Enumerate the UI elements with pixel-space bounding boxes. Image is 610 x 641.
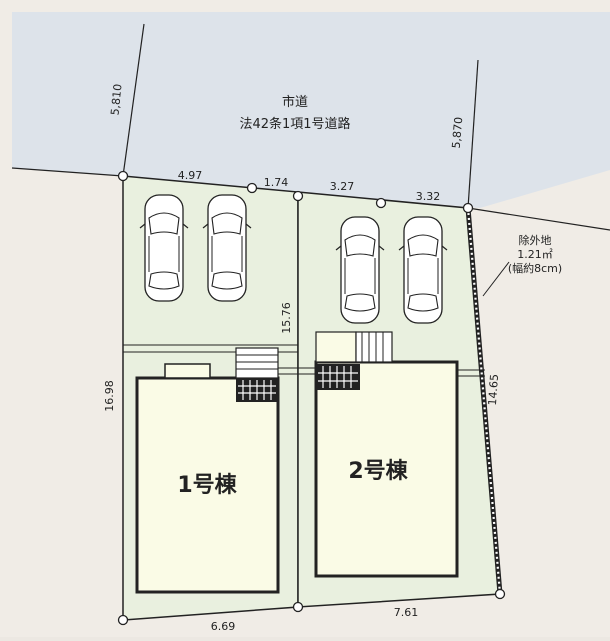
frontage-seg-3: 3.27 bbox=[330, 180, 355, 193]
boundary-marker bbox=[117, 170, 129, 182]
car bbox=[202, 194, 252, 302]
rear-lot-2: 7.61 bbox=[394, 606, 419, 619]
building-1-footprint bbox=[135, 376, 280, 594]
building-1-porch bbox=[164, 363, 211, 379]
excluded-leader bbox=[482, 261, 510, 297]
excluded-width: (幅約8cm) bbox=[508, 261, 562, 275]
road-edge-right bbox=[467, 207, 610, 231]
boundary-marker bbox=[292, 190, 304, 202]
road-width-right: 5,870 bbox=[450, 116, 466, 149]
building-2-footprint bbox=[314, 360, 459, 578]
building-2-porch bbox=[315, 331, 357, 363]
boundary-marker bbox=[246, 182, 258, 194]
road-edge-left bbox=[11, 167, 124, 177]
boundary-marker bbox=[375, 197, 387, 209]
building-2-stair-treads bbox=[361, 332, 384, 362]
building-1-stair-grid bbox=[238, 380, 276, 400]
boundary-marker bbox=[292, 601, 304, 613]
building-2: 2号棟 bbox=[314, 331, 459, 578]
building-1-stair-treads bbox=[236, 354, 278, 370]
excluded-area: 1.21㎡ bbox=[517, 248, 553, 261]
frontage-seg-2: 1.74 bbox=[264, 176, 289, 189]
road-surface bbox=[12, 12, 610, 208]
boundary-marker bbox=[494, 588, 506, 600]
car bbox=[398, 216, 448, 324]
road: 市道 法42条1項1号道路 5,810 5,870 bbox=[11, 12, 610, 231]
building-1-stairs-upper bbox=[235, 347, 279, 379]
boundary-marker bbox=[462, 202, 474, 214]
building-1-label: 1号棟 bbox=[177, 472, 237, 498]
frontage-seg-1: 4.97 bbox=[178, 169, 203, 182]
side-right: 14.65 bbox=[486, 374, 501, 406]
car bbox=[139, 194, 189, 302]
side-middle: 15.76 bbox=[280, 302, 293, 334]
excluded-strip bbox=[465, 207, 503, 595]
building-1: 1号棟 bbox=[135, 347, 280, 594]
boundary-marker bbox=[117, 614, 129, 626]
side-left: 16.98 bbox=[103, 380, 116, 412]
road-width-left: 5,810 bbox=[108, 83, 124, 116]
excluded-land: 除外地 1.21㎡ (幅約8cm) bbox=[465, 207, 562, 595]
car bbox=[335, 216, 385, 324]
building-2-stairs-upper bbox=[355, 331, 393, 363]
building-2-label: 2号棟 bbox=[348, 458, 408, 484]
frontage-dimensions: 4.97 1.74 3.27 3.32 bbox=[178, 169, 441, 203]
rear-dimensions: 6.69 7.61 bbox=[211, 606, 419, 633]
side-dimensions: 16.98 15.76 14.65 bbox=[103, 302, 501, 412]
building-2-stair-grid bbox=[318, 366, 358, 388]
excluded-title: 除外地 bbox=[519, 233, 552, 247]
boundary-markers bbox=[117, 170, 506, 626]
road-width-line-right bbox=[467, 59, 479, 209]
road-width-line-left bbox=[122, 23, 145, 177]
road-name: 市道 bbox=[282, 94, 308, 110]
frontage-seg-4: 3.32 bbox=[416, 190, 441, 203]
rear-lot-1: 6.69 bbox=[211, 620, 236, 633]
road-classification: 法42条1項1号道路 bbox=[239, 116, 350, 132]
